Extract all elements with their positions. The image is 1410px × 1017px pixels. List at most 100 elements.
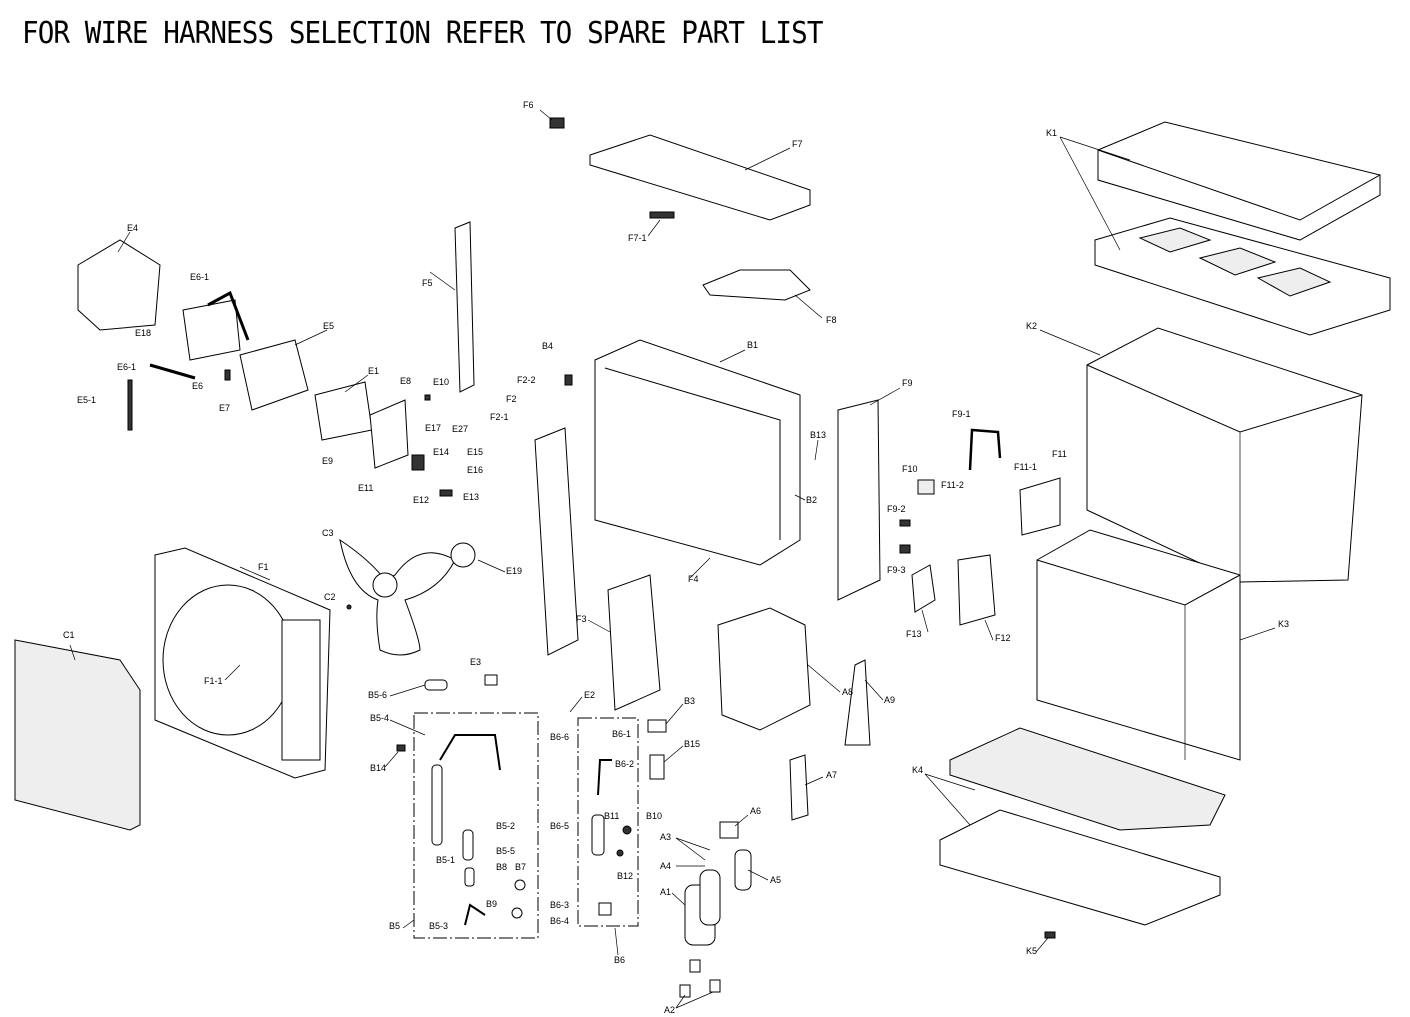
part-b1 — [594, 339, 801, 566]
part-label: C3 — [322, 528, 334, 538]
part-label: F6 — [523, 100, 534, 110]
part-b4 — [564, 374, 573, 386]
part-label: B15 — [684, 739, 701, 749]
part-label: F11-1 — [1014, 462, 1037, 472]
b5-group-frame — [413, 712, 539, 939]
part-label: E1 — [368, 366, 380, 376]
part-label: B1 — [747, 340, 759, 350]
part-f7 — [549, 117, 811, 301]
part-f1 — [154, 547, 331, 779]
part-label: B6 — [614, 955, 626, 965]
part-label: A7 — [826, 770, 838, 780]
part-label: F10 — [902, 464, 918, 474]
part-label: E16 — [467, 465, 484, 475]
part-label: E12 — [413, 495, 430, 505]
part-label: E2 — [584, 690, 596, 700]
part-label: F7 — [792, 139, 803, 149]
part-label: B6-2 — [615, 759, 635, 769]
part-f2 — [534, 427, 579, 656]
part-label: E13 — [463, 492, 480, 502]
part-label: E15 — [467, 447, 484, 457]
part-label: E4 — [127, 223, 139, 233]
part-label: E18 — [135, 328, 152, 338]
part-label: A8 — [842, 687, 854, 697]
part-label: B5-5 — [496, 846, 516, 856]
part-label: E9 — [322, 456, 334, 466]
part-label: B6-4 — [550, 916, 570, 926]
part-label: A1 — [660, 887, 672, 897]
part-label: E6-1 — [190, 272, 210, 282]
part-label: E5 — [323, 321, 335, 331]
part-label: B2 — [806, 495, 818, 505]
part-label: B5-1 — [436, 855, 456, 865]
part-label: E8 — [400, 376, 412, 386]
part-label: F9-2 — [887, 504, 906, 514]
part-label: B14 — [370, 763, 387, 773]
part-label: F1-1 — [204, 676, 223, 686]
part-k2 — [1086, 327, 1363, 583]
part-label: B4 — [542, 341, 554, 351]
part-label: F8 — [826, 315, 837, 325]
part-label: E14 — [433, 447, 450, 457]
part-label: B3 — [684, 696, 696, 706]
part-label: K3 — [1278, 619, 1290, 629]
part-label: B5 — [389, 921, 401, 931]
part-label: B13 — [810, 430, 827, 440]
part-label: F7-1 — [628, 233, 647, 243]
part-label: K5 — [1026, 946, 1038, 956]
part-e19 — [450, 542, 476, 568]
part-label: E17 — [425, 423, 442, 433]
part-label: E27 — [452, 424, 469, 434]
part-f5 — [454, 221, 475, 393]
part-label: E11 — [358, 483, 374, 493]
part-label: C2 — [324, 592, 336, 602]
part-label: B5-4 — [370, 713, 390, 723]
part-label: A4 — [660, 861, 672, 871]
part-label: K4 — [912, 765, 924, 775]
part-label: F12 — [995, 633, 1011, 643]
part-label: B5-6 — [368, 690, 388, 700]
part-label: F1 — [258, 562, 269, 572]
part-label: E6-1 — [117, 362, 137, 372]
part-b5-b6-pipes — [396, 674, 667, 926]
part-label: E19 — [506, 566, 523, 576]
part-label: F13 — [906, 629, 922, 639]
part-label: F9-1 — [952, 409, 971, 419]
part-label: F5 — [422, 278, 433, 288]
part-k5 — [1044, 931, 1056, 939]
part-label: E7 — [219, 403, 231, 413]
part-label: F11 — [1052, 449, 1067, 459]
part-label: B8 — [496, 862, 508, 872]
part-label: K2 — [1026, 321, 1038, 331]
part-label: F2 — [506, 394, 517, 404]
part-a8 — [717, 607, 811, 731]
part-label: F2-2 — [517, 375, 536, 385]
part-label: F9 — [902, 378, 913, 388]
part-f3 — [607, 574, 661, 711]
diagram-title: FOR WIRE HARNESS SELECTION REFER TO SPAR… — [22, 16, 823, 51]
part-label: B6-6 — [550, 732, 570, 742]
part-c3 — [339, 538, 456, 656]
part-label: B6-3 — [550, 900, 570, 910]
part-label: A5 — [770, 875, 782, 885]
part-label: A2 — [664, 1005, 676, 1015]
part-a1-compressor — [679, 821, 752, 998]
part-label: F9-3 — [887, 565, 906, 575]
part-k4 — [939, 727, 1226, 926]
part-label: F4 — [688, 574, 699, 584]
b6-group-frame — [577, 717, 639, 927]
part-label: B5-3 — [429, 921, 449, 931]
part-label: B5-2 — [496, 821, 516, 831]
part-label: A3 — [660, 832, 672, 842]
part-a7 — [789, 754, 809, 821]
part-label: B7 — [515, 862, 527, 872]
part-a9 — [844, 659, 871, 746]
part-label: E5-1 — [77, 395, 97, 405]
part-f9-f11-group — [899, 428, 1061, 626]
part-label: E6 — [192, 381, 204, 391]
part-electrical — [77, 239, 453, 497]
part-label: B9 — [486, 899, 498, 909]
part-label: F3 — [576, 614, 587, 624]
